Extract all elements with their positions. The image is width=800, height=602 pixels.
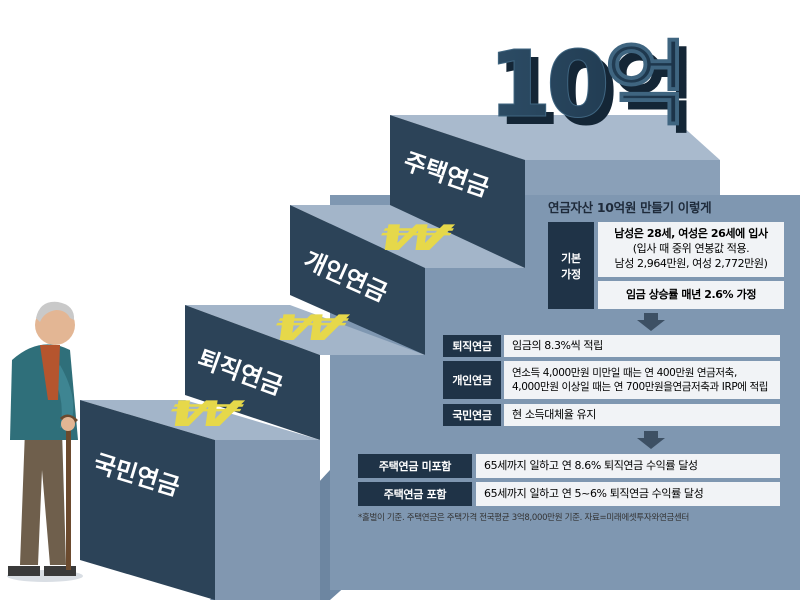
- step-4-side: [525, 160, 720, 195]
- plan-row-retirement: 퇴직연금 임금의 8.3%씩 적립: [443, 335, 780, 357]
- wage-growth-assumption: 임금 상승률 매년 2.6% 가정: [598, 281, 784, 309]
- plan-text-national: 현 소득대체율 유지: [504, 404, 780, 426]
- result-label-without-housing: 주택연금 미포함: [358, 454, 472, 478]
- basic-assumption-entry: 남성은 28세, 여성은 26세에 입사 (입사 때 중위 연봉값 적용. 남성…: [598, 222, 784, 277]
- infographic-title: 연금자산 10억원 만들기 이렇게: [548, 200, 712, 215]
- plan-text-retirement: 임금의 8.3%씩 적립: [504, 335, 780, 357]
- down-arrow-1: [637, 313, 665, 331]
- footnote: *홀벌이 기준. 주택연금은 주택가격 전국평균 3억8,000만원 기준. 자…: [358, 513, 690, 523]
- plan-text-personal-line1: 연소득 4,000만원 미만일 때는 연 400만원 연금저축,: [512, 366, 737, 379]
- step-3-top: [290, 205, 525, 268]
- result-row-with-housing: 주택연금 포함 65세까지 일하고 연 5~6% 퇴직연금 수익률 달성: [358, 482, 780, 506]
- plan-label-national: 국민연금: [443, 404, 501, 426]
- step-4-top: [390, 115, 720, 160]
- result-row-without-housing: 주택연금 미포함 65세까지 일하고 연 8.6% 퇴직연금 수익률 달성: [358, 454, 780, 478]
- plan-label-personal: 개인연금: [443, 361, 501, 399]
- result-text-with-housing: 65세까지 일하고 연 5~6% 퇴직연금 수익률 달성: [476, 482, 780, 506]
- step-3-front: [290, 205, 425, 355]
- result-text-without-housing: 65세까지 일하고 연 8.6% 퇴직연금 수익률 달성: [476, 454, 780, 478]
- basic-assumption-block: 기본 가정 남성은 28세, 여성은 26세에 입사 (입사 때 중위 연봉값 …: [548, 222, 784, 309]
- step-2-front: [185, 305, 320, 440]
- basic-line2: (입사 때 중위 연봉값 적용.: [632, 242, 750, 256]
- plan-row-personal: 개인연금 연소득 4,000만원 미만일 때는 연 400만원 연금저축, 4,…: [443, 361, 780, 399]
- plan-row-national: 국민연금 현 소득대체율 유지: [443, 404, 780, 426]
- plan-text-personal-line2: 4,000만원 이상일 때는 연 700만원을연금저축과 IRP에 적립: [512, 381, 768, 393]
- step-2-top: [185, 305, 425, 355]
- basic-line1: 남성은 28세, 여성은 26세에 입사: [614, 227, 768, 241]
- result-label-with-housing: 주택연금 포함: [358, 482, 472, 506]
- headline-10eok: 10억: [488, 31, 683, 138]
- step-1-top: [80, 400, 320, 440]
- plan-label-retirement: 퇴직연금: [443, 335, 501, 357]
- step-1-front: [80, 400, 215, 600]
- step-1-side: [215, 440, 320, 600]
- basic-line3: 남성 2,964만원, 여성 2,772만원): [614, 256, 768, 270]
- elderly-man-illustration: [7, 301, 83, 582]
- basic-assumption-label: 기본 가정: [548, 222, 594, 309]
- down-arrow-2: [637, 431, 665, 449]
- headline-shadow: 10억: [496, 39, 691, 146]
- plan-text-personal: 연소득 4,000만원 미만일 때는 연 400만원 연금저축, 4,000만원…: [504, 361, 780, 399]
